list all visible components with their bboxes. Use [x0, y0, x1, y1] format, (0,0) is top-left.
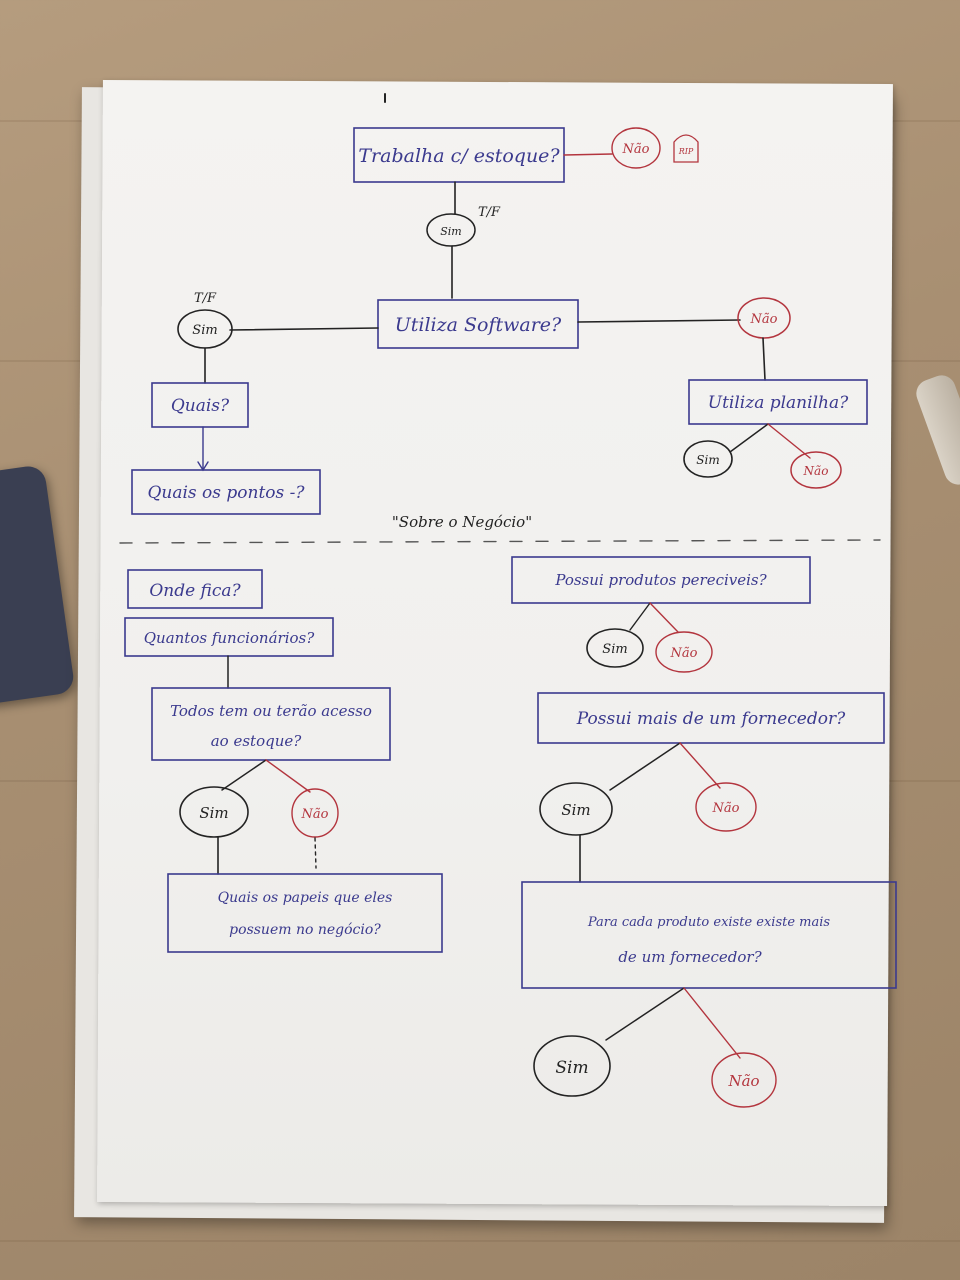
label-right-q2-sim: Sim: [561, 801, 590, 819]
label-q1-sim: Sim: [440, 225, 461, 238]
label-utiliza-planilha: Utiliza planilha?: [708, 393, 849, 413]
label-quais: Quais?: [171, 396, 230, 416]
label-left-q3-sim: Sim: [199, 804, 228, 822]
node-q2-nao: [737, 297, 791, 339]
node-right-q3-nao: [711, 1052, 777, 1108]
node-right-q3-sim: [533, 1035, 611, 1097]
label-q2-nao: Não: [750, 312, 778, 327]
label-q1-nao: Não: [622, 142, 650, 157]
box-utiliza-planilha: [688, 379, 868, 425]
node-right-q1-nao: [655, 631, 713, 673]
box-quantos-funcionarios: [124, 617, 334, 657]
label-produtos-pereciveis: Possui produtos pereciveis?: [554, 571, 767, 589]
label-left-q3-nao: Não: [301, 807, 329, 822]
label-trabalha-estoque: Trabalha c/ estoque?: [358, 145, 560, 167]
node-q5-nao: [790, 451, 842, 489]
label-q2-tf: T/F: [194, 291, 217, 306]
label-q5-nao: Não: [803, 464, 829, 478]
label-right-q3-nao: Não: [727, 1072, 759, 1090]
node-left-q3-nao: [291, 788, 339, 838]
box-quais-pontos: [131, 469, 321, 515]
node-right-q2-sim: [539, 782, 613, 836]
rip-tombstone-icon: [673, 134, 699, 163]
label-right-q3-sim: Sim: [555, 1058, 588, 1078]
label-quais-papeis-1: Quais os papeis que eles: [218, 890, 393, 906]
label-mais-fornecedor: Possui mais de um fornecedor?: [576, 709, 846, 729]
label-right-q2-nao: Não: [712, 801, 740, 816]
label-todos-acesso-2: ao estoque?: [211, 732, 303, 750]
label-rip: RIP: [678, 147, 694, 156]
box-todos-acesso: [151, 687, 391, 761]
label-q5-sim: Sim: [696, 453, 719, 467]
label-utiliza-software: Utiliza Software?: [395, 314, 562, 336]
box-quais: [151, 382, 249, 428]
node-q1-sim: [426, 213, 476, 247]
box-onde-fica: [127, 569, 263, 609]
box-utiliza-software: [377, 299, 579, 349]
label-cada-produto-2: de um fornecedor?: [618, 948, 762, 966]
box-quais-papeis: [167, 873, 443, 953]
node-q1-nao: [611, 127, 661, 169]
label-onde-fica: Onde fica?: [149, 581, 241, 601]
label-right-q1-sim: Sim: [602, 642, 627, 657]
box-mais-fornecedor: [537, 692, 885, 744]
label-quais-papeis-2: possuem no negócio?: [229, 922, 381, 938]
section-divider: [119, 539, 881, 544]
label-q1-tf: T/F: [478, 205, 501, 220]
label-q2-sim: Sim: [192, 323, 217, 338]
box-produtos-pereciveis: [511, 556, 811, 604]
label-quantos-funcionarios: Quantos funcionários?: [144, 629, 315, 647]
label-todos-acesso-1: Todos tem ou terão acesso: [170, 702, 372, 720]
label-quais-pontos: Quais os pontos -?: [147, 483, 305, 503]
label-sobre-negocio: "Sobre o Negócio": [392, 513, 532, 531]
node-q5-sim: [683, 440, 733, 478]
node-right-q2-nao: [695, 782, 757, 832]
node-left-q3-sim: [179, 786, 249, 838]
label-cada-produto-1: Para cada produto existe existe mais: [587, 915, 831, 930]
label-right-q1-nao: Não: [670, 646, 698, 661]
node-right-q1-sim: [586, 628, 644, 668]
box-cada-produto: [521, 881, 897, 989]
